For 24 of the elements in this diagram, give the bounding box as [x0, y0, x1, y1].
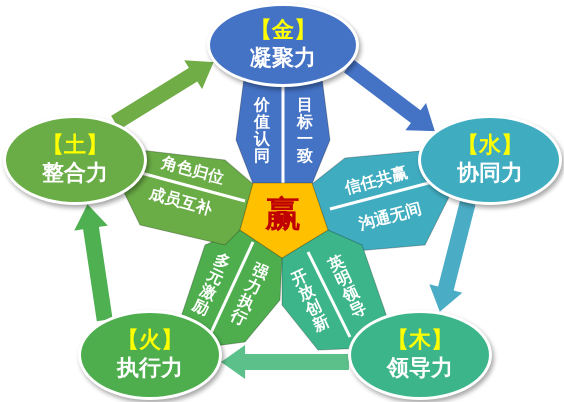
ability-label: 协同力: [457, 160, 523, 188]
ability-label: 领导力: [387, 355, 453, 383]
spoke-label: 成员互补: [148, 184, 214, 218]
center-label: 赢: [265, 195, 301, 235]
element-label: 【木】: [387, 327, 453, 355]
spoke-label: 目标一致: [297, 96, 313, 164]
ability-label: 凝聚力: [250, 45, 316, 73]
block-arrow: [344, 60, 435, 132]
block-arrow: [111, 60, 214, 130]
spoke-label: 价值认同: [254, 96, 270, 164]
spoke-label: 角色归位: [160, 154, 226, 186]
spoke-label: 信任共赢: [342, 164, 410, 196]
element-label: 【金】: [250, 17, 316, 45]
spoke-label: 沟通无间: [356, 200, 424, 232]
block-arrow: [221, 345, 349, 379]
element-label: 【火】: [117, 327, 183, 355]
block-arrow: [74, 204, 113, 322]
spoke-label: 强力执行: [228, 260, 272, 328]
ellipse-node: [207, 3, 359, 87]
ability-label: 整合力: [42, 160, 108, 188]
ability-label: 执行力: [117, 355, 183, 383]
block-arrow: [429, 200, 476, 312]
element-label: 【土】: [42, 132, 108, 160]
element-label: 【水】: [457, 132, 523, 160]
